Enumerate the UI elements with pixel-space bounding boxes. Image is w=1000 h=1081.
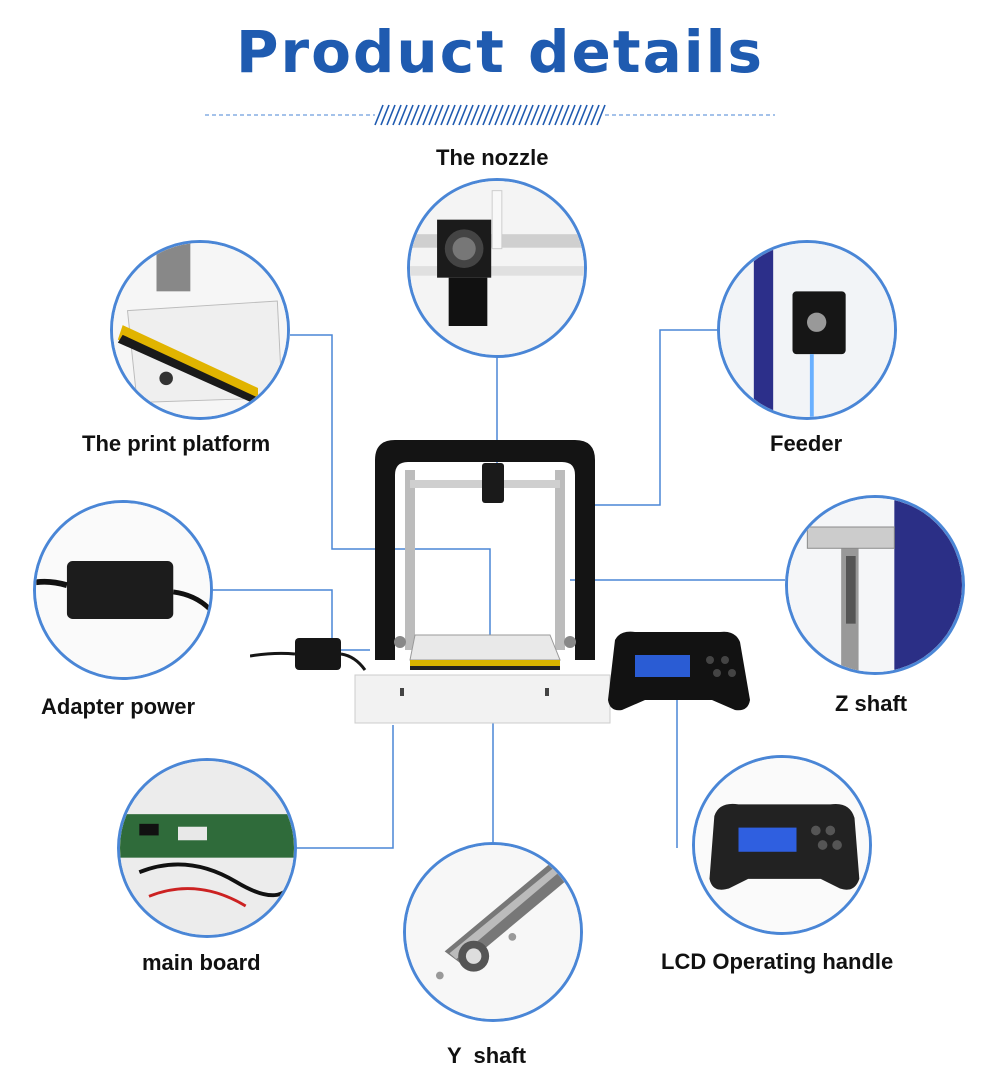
feeder-photo	[717, 240, 897, 420]
page-title: Product details	[235, 18, 765, 86]
adapter-power-photo	[33, 500, 213, 680]
nozzle-photo	[407, 178, 587, 358]
label-adapter-power: Adapter power	[41, 694, 196, 719]
label-main-board: main board	[142, 950, 261, 975]
label-nozzle: The nozzle	[436, 145, 549, 170]
title-divider	[205, 104, 775, 126]
y-shaft-photo	[403, 842, 583, 1022]
print-platform-photo	[110, 240, 290, 420]
lcd-handle-photo	[692, 755, 872, 935]
label-z-shaft: Z shaft	[835, 691, 908, 716]
label-y-shaft: Y shaft	[447, 1043, 527, 1068]
label-feeder: Feeder	[770, 431, 843, 456]
z-shaft-photo	[785, 495, 965, 675]
label-print-platform: The print platform	[82, 431, 271, 456]
label-lcd-handle: LCD Operating handle	[661, 949, 894, 974]
printer-illustration	[250, 440, 750, 724]
main-board-photo	[117, 758, 297, 938]
